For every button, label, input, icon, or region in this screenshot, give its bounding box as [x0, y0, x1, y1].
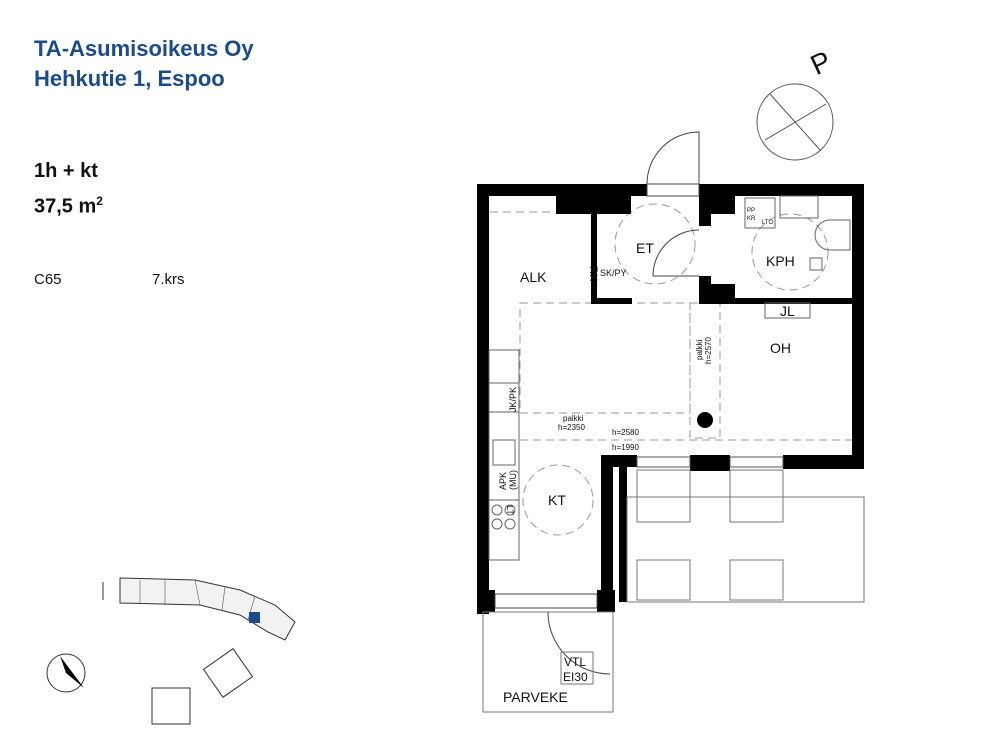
company-name: TA-Asumisoikeus Oy [34, 36, 254, 61]
room-labels: ALK ET KPH OH KT JL PARVEKE [503, 240, 795, 705]
room-jl: JL [780, 303, 795, 319]
apartment-location-marker [249, 612, 260, 623]
floor-number: 7.krs [152, 271, 185, 288]
site-key-plan [46, 577, 296, 725]
compass-rose: P [756, 45, 836, 161]
walls [477, 184, 864, 614]
kitchen-counter [488, 349, 520, 561]
door-rating-box [560, 651, 594, 685]
label-apk: APK [498, 472, 508, 490]
column [697, 412, 713, 428]
palkki-label-2: palkki [695, 339, 704, 360]
apartment-area: 37,5 m2 [34, 194, 103, 219]
compass-north-label: P [806, 45, 836, 81]
room-oh: OH [770, 340, 791, 356]
label-lt: LT [505, 505, 515, 515]
beam-height-2570: h=2570 [704, 337, 713, 364]
area-unit-sup: 2 [96, 194, 103, 208]
palkki-label-1: palkki [563, 414, 584, 423]
room-et: ET [636, 240, 654, 256]
room-parveke: PARVEKE [503, 689, 568, 705]
label-skpy: SK/PY [600, 268, 627, 278]
doors [494, 131, 700, 675]
area-value: 37,5 m [34, 195, 97, 218]
label-rk: RK [587, 266, 599, 282]
apartment-code: C65 [34, 271, 62, 288]
label-lto: LTO [762, 220, 773, 226]
room-kph: KPH [766, 253, 795, 269]
label-kr: KR [747, 216, 756, 222]
building-outline [151, 687, 191, 725]
fixture-labels: SK/PY RK JK/PK APK (MU) LT PP KR LTO VTL… [498, 208, 773, 685]
room-kt: KT [548, 492, 566, 508]
room-alk: ALK [520, 269, 547, 285]
beam-height-2350: h=2350 [558, 423, 585, 432]
apartment-type: 1h + kt [34, 160, 98, 182]
height-2580: h=2580 [612, 428, 639, 437]
label-mu: (MU) [508, 470, 518, 490]
label-vtl: VTL [564, 655, 586, 669]
balcony-structures [482, 469, 865, 713]
beam-annotations: palkki h=2350 palkki h=2570 h=2580 h=199… [558, 337, 713, 452]
beam-lines [490, 203, 855, 536]
height-1990: h=1990 [612, 443, 639, 452]
label-ei30: EI30 [563, 670, 588, 684]
label-pp: PP [747, 208, 755, 214]
windows [636, 456, 784, 468]
building-outline [202, 648, 254, 698]
bathroom-fixtures [744, 195, 851, 319]
site-north-arrow-icon [46, 653, 86, 693]
label-jkpk: JK/PK [508, 387, 518, 412]
address: Hehkutie 1, Espoo [34, 66, 225, 91]
